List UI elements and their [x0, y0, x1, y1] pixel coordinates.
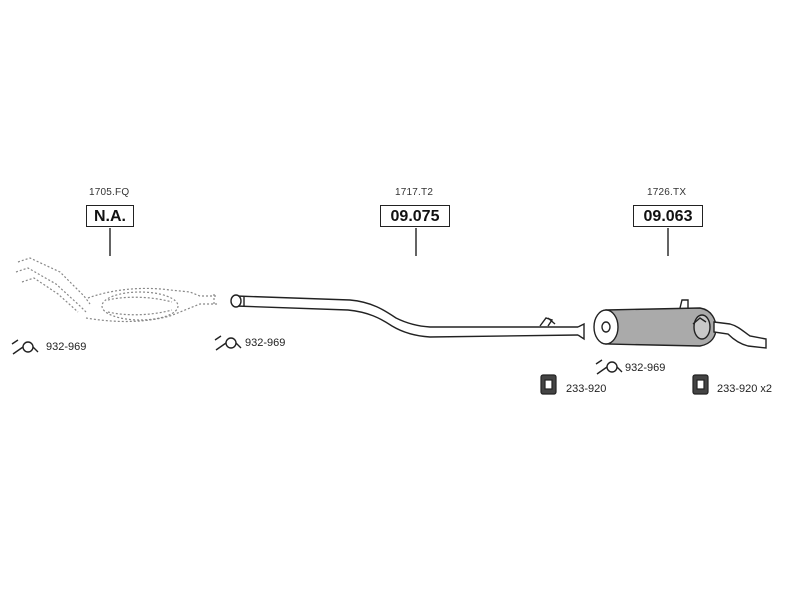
accessory-label: 233-920 — [566, 383, 607, 395]
rubber-mount-icon — [692, 374, 709, 395]
accessory-label: 233-920 x2 — [717, 383, 773, 395]
part-code-box: 09.075 — [380, 205, 450, 227]
catalytic-converter-part — [15, 257, 218, 323]
accessory-label: 932-969 — [625, 362, 666, 374]
clamp-icon — [11, 339, 39, 355]
part-code-box: N.A. — [86, 205, 134, 227]
accessory-label: 932-969 — [46, 341, 87, 353]
part-ref-label: 1726.TX — [647, 187, 687, 198]
clamp-icon — [595, 359, 623, 375]
part-ref-label: 1705.FQ — [89, 187, 130, 198]
rubber-mount-icon — [540, 374, 557, 395]
clamp-icon — [214, 335, 242, 351]
part-code-box: 09.063 — [633, 205, 703, 227]
middle-pipe-part — [230, 294, 585, 341]
rear-silencer-part — [593, 299, 767, 349]
part-ref-label: 1717.T2 — [395, 187, 434, 198]
accessory-label: 932-969 — [245, 337, 286, 349]
